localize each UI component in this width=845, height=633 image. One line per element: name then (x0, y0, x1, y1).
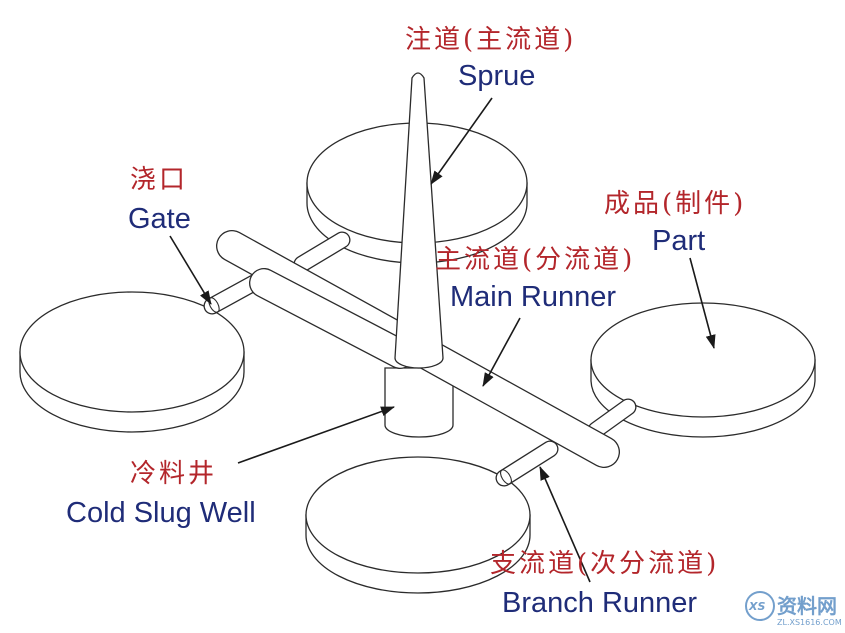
gate-left (203, 274, 263, 315)
branch-runner-top (293, 231, 351, 273)
gate-label-en: Gate (128, 203, 191, 235)
main-runner-label-en: Main Runner (450, 281, 616, 313)
main-runner-label-zh: 主流道(分流道) (435, 245, 635, 275)
branch-runner-label-zh: 支流道(次分流道) (490, 549, 719, 579)
part-label-zh: 成品(制件) (604, 189, 746, 219)
branch-runner-label-en: Branch Runner (502, 587, 697, 619)
watermark-logo: XS 资料网 ZL.XS1616.COM (745, 591, 842, 627)
part-disc-bottom (305, 456, 531, 594)
part-label-en: Part (652, 225, 705, 257)
part-disc-right (590, 302, 816, 438)
branch-runner-arrow (539, 466, 591, 583)
sprue-arrow (430, 97, 493, 185)
sprue-label-zh: 注道(主流道) (405, 25, 576, 55)
cold-slug-well-label-en: Cold Slug Well (66, 497, 256, 529)
watermark-mark-text: XS (748, 600, 765, 613)
sprue (394, 72, 444, 369)
main-runner-arrow (482, 317, 521, 387)
branch-runner-right (587, 398, 637, 439)
cold-slug-well-arrow (237, 406, 395, 464)
branch-runner-bottom (495, 440, 559, 487)
cold-slug-well (384, 367, 454, 438)
gate-label-zh: 浇口 (130, 165, 188, 195)
gate-arrow (169, 235, 212, 305)
part-arrow (689, 257, 716, 349)
cold-slug-well-label-zh: 冷料井 (130, 459, 217, 489)
sprue-label-en: Sprue (458, 60, 535, 92)
part-disc-left (19, 291, 245, 433)
watermark-name: 资料网 (777, 594, 837, 618)
watermark-url: ZL.XS1616.COM (777, 618, 842, 627)
watermark-mark-icon (745, 591, 775, 621)
